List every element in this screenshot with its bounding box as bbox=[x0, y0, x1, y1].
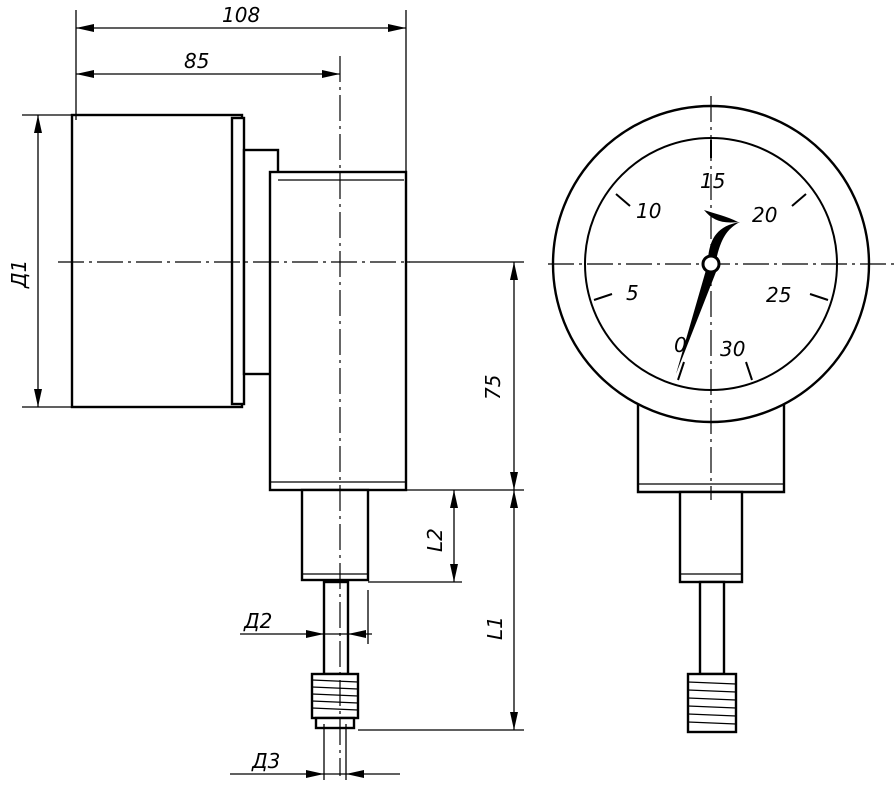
dim-d1-label: Д1 bbox=[7, 260, 31, 289]
dim-d2-label: Д2 bbox=[243, 609, 272, 633]
dial-label-30: 30 bbox=[720, 337, 745, 361]
dim-108-label: 108 bbox=[222, 3, 260, 27]
front-view: 10 15 20 5 25 0 30 bbox=[548, 96, 896, 734]
gauge-needle bbox=[676, 210, 740, 374]
dimension-lines: 108 85 Д1 75 L2 L1 bbox=[7, 3, 524, 780]
dial-label-5: 5 bbox=[626, 281, 639, 305]
stem-front bbox=[698, 580, 726, 676]
dial-label-25: 25 bbox=[766, 283, 791, 307]
needle-hub bbox=[701, 254, 721, 274]
stem-side bbox=[322, 580, 350, 676]
dial-label-15: 15 bbox=[700, 169, 725, 193]
nipple-side bbox=[300, 488, 370, 582]
gauge-case-side bbox=[70, 113, 244, 409]
dim-d3-label: Д3 bbox=[251, 749, 280, 773]
housing-block-side bbox=[268, 170, 408, 492]
dial-label-10: 10 bbox=[636, 199, 661, 223]
dim-l2-label: L2 bbox=[423, 528, 447, 552]
side-view bbox=[58, 56, 410, 776]
nipple-front bbox=[678, 490, 744, 584]
dim-85-label: 85 bbox=[184, 49, 209, 73]
dim-75-label: 75 bbox=[481, 375, 505, 400]
dial-label-20: 20 bbox=[752, 203, 777, 227]
bezel-ring-side bbox=[230, 116, 246, 406]
dim-l1-label: L1 bbox=[483, 616, 507, 640]
